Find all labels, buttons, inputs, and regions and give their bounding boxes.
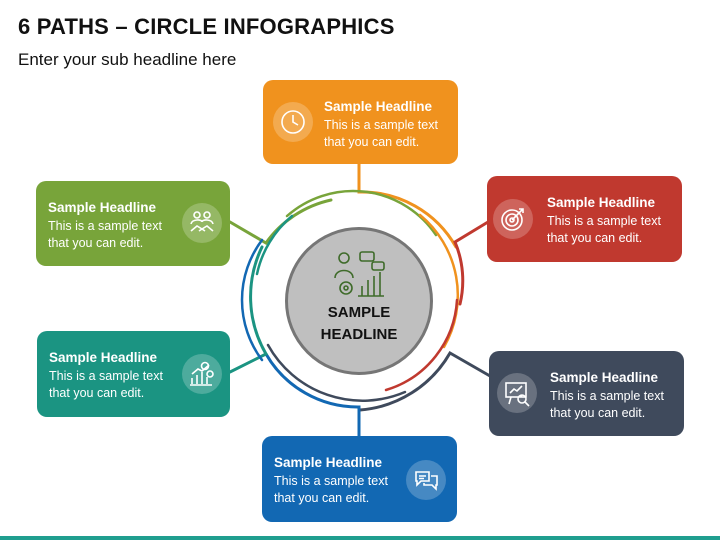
bottom-accent-bar: [0, 536, 720, 540]
connector-teal: [228, 245, 269, 374]
card-headline: Sample Headline: [550, 370, 659, 385]
growth-icon: [182, 354, 222, 394]
card-headline: Sample Headline: [49, 350, 158, 365]
page-subtitle: Enter your sub headline here: [18, 50, 237, 69]
presentation-icon: [497, 373, 537, 413]
connector-slate: [358, 350, 492, 412]
connector-green: [228, 198, 333, 245]
clock-icon: [273, 102, 313, 142]
card-headline: Sample Headline: [48, 200, 157, 215]
business-analytics-icon: [334, 251, 385, 297]
card-headline: Sample Headline: [547, 195, 656, 210]
target-icon: [493, 199, 533, 239]
handshake-icon: [182, 203, 222, 243]
card-headline: Sample Headline: [274, 455, 383, 470]
page-title: 6 PATHS – CIRCLE INFOGRAPHICS: [18, 14, 395, 39]
connector-blue: [264, 352, 361, 438]
chat-icon: [406, 460, 446, 500]
card-headline: Sample Headline: [324, 99, 433, 114]
connector-red: [453, 220, 490, 306]
